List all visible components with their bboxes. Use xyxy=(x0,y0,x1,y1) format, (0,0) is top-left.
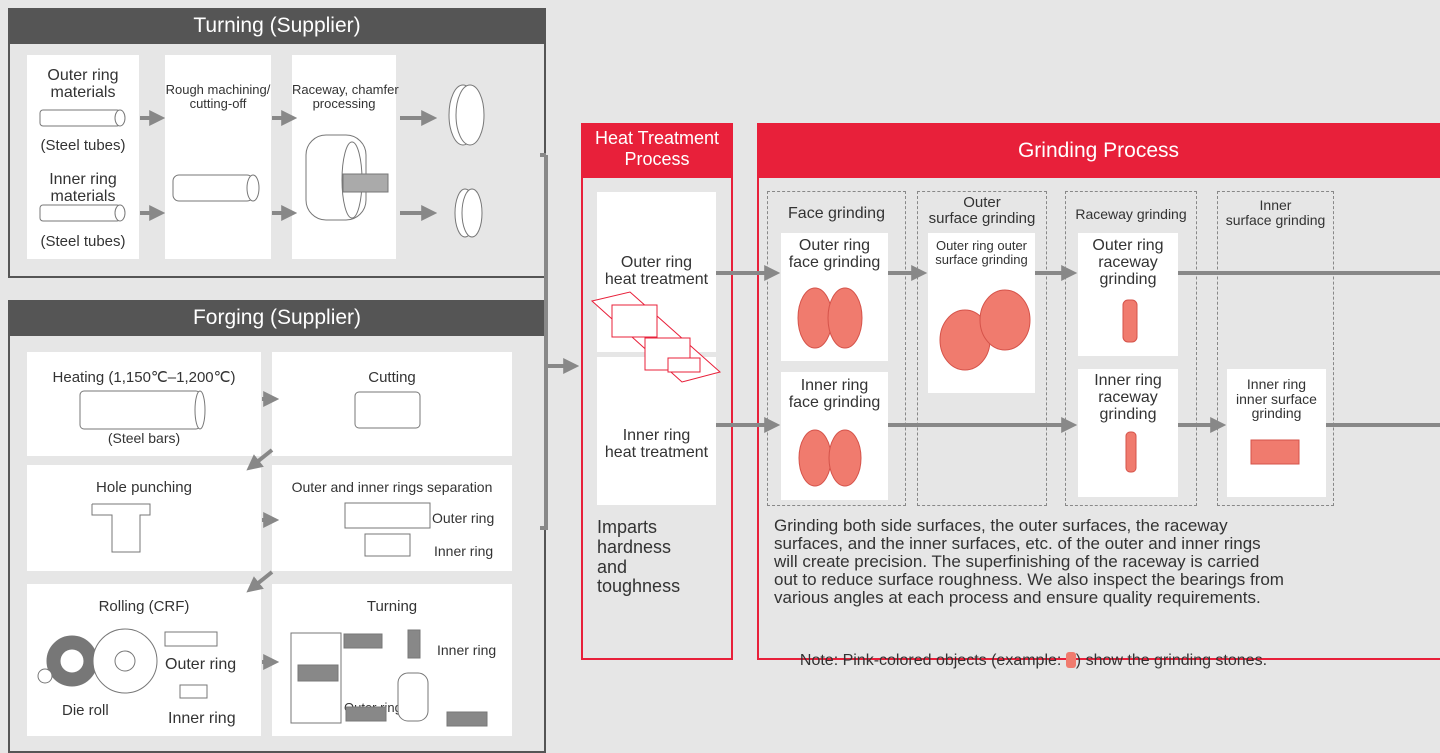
col-face-label: Face grinding xyxy=(788,205,885,222)
raceway-column xyxy=(1065,191,1197,506)
grindstone-swatch-icon xyxy=(1065,651,1076,668)
inner-inner-card xyxy=(1227,369,1326,497)
outer-face-label: Outer ring face grinding xyxy=(788,237,881,271)
inner-heat-label: Inner ring heat treatment xyxy=(604,427,709,461)
col-raceway-label: Raceway grinding xyxy=(1075,206,1187,222)
separation-outer-label: Outer ring xyxy=(432,510,495,526)
heat-treatment-title: Heat Treatment Process xyxy=(581,123,733,178)
rolling-label: Rolling (CRF) xyxy=(98,598,190,615)
grinding-note: Note: Pink-colored objects (example: ) s… xyxy=(791,635,1267,670)
outer-ring-materials-label: Outer ring materials xyxy=(47,67,119,101)
inner-raceway-label: Inner ring raceway grinding xyxy=(1094,372,1162,423)
turning-outer-label: Outer ring xyxy=(344,700,402,715)
turning-inner-label: Inner ring xyxy=(437,642,497,658)
cutting-card xyxy=(272,352,512,456)
heating-label: Heating (1,150℃–1,200℃) xyxy=(52,369,236,386)
outer-raceway-label: Outer ring raceway grinding xyxy=(1092,237,1164,288)
inner-inner-label: Inner ring inner surface grinding xyxy=(1236,376,1317,422)
inner-face-label: Inner ring face grinding xyxy=(788,377,881,411)
raceway-chamfer-label: Raceway, chamfer processing xyxy=(292,82,399,111)
rough-machining-card xyxy=(165,55,271,259)
outer-steel-tubes-label: (Steel tubes) xyxy=(40,137,126,154)
inner-surface-column xyxy=(1217,191,1334,506)
outer-heat-label: Outer ring heat treatment xyxy=(604,254,709,288)
outer-surface-column xyxy=(917,191,1047,506)
separation-inner-label: Inner ring xyxy=(434,543,494,559)
hole-punching-label: Hole punching xyxy=(96,479,192,496)
rough-machining-label: Rough machining/ cutting-off xyxy=(165,82,271,111)
grinding-title: Grinding Process xyxy=(757,123,1440,178)
inner-steel-tubes-label: (Steel tubes) xyxy=(40,233,126,250)
grinding-description: Grinding both side surfaces, the outer s… xyxy=(774,516,1284,607)
note-text-a: Note: Pink-colored objects (example: xyxy=(799,651,1066,669)
outer-outer-label: Outer ring outer surface grinding xyxy=(935,238,1028,267)
turning-title: Turning (Supplier) xyxy=(8,8,546,44)
inner-ring-materials-label: Inner ring materials xyxy=(49,171,117,205)
rolling-inner-label: Inner ring xyxy=(168,710,236,727)
die-roll-label: Die roll xyxy=(62,702,109,719)
steel-bars-label: (Steel bars) xyxy=(107,430,181,446)
forging-turning-label: Turning xyxy=(366,598,418,615)
separation-label: Outer and inner rings separation xyxy=(291,479,493,495)
col-inner-label: Inner surface grinding xyxy=(1225,197,1326,228)
cutting-label: Cutting xyxy=(368,369,416,386)
heat-description: Imparts hardness and toughness xyxy=(597,517,681,597)
note-text-b: ) show the grinding stones. xyxy=(1075,651,1268,669)
materials-card xyxy=(27,55,139,259)
rolling-outer-label: Outer ring xyxy=(165,656,237,673)
forging-title: Forging (Supplier) xyxy=(8,300,546,336)
face-grinding-column xyxy=(767,191,906,506)
col-outer-label: Outer surface grinding xyxy=(928,194,1036,227)
